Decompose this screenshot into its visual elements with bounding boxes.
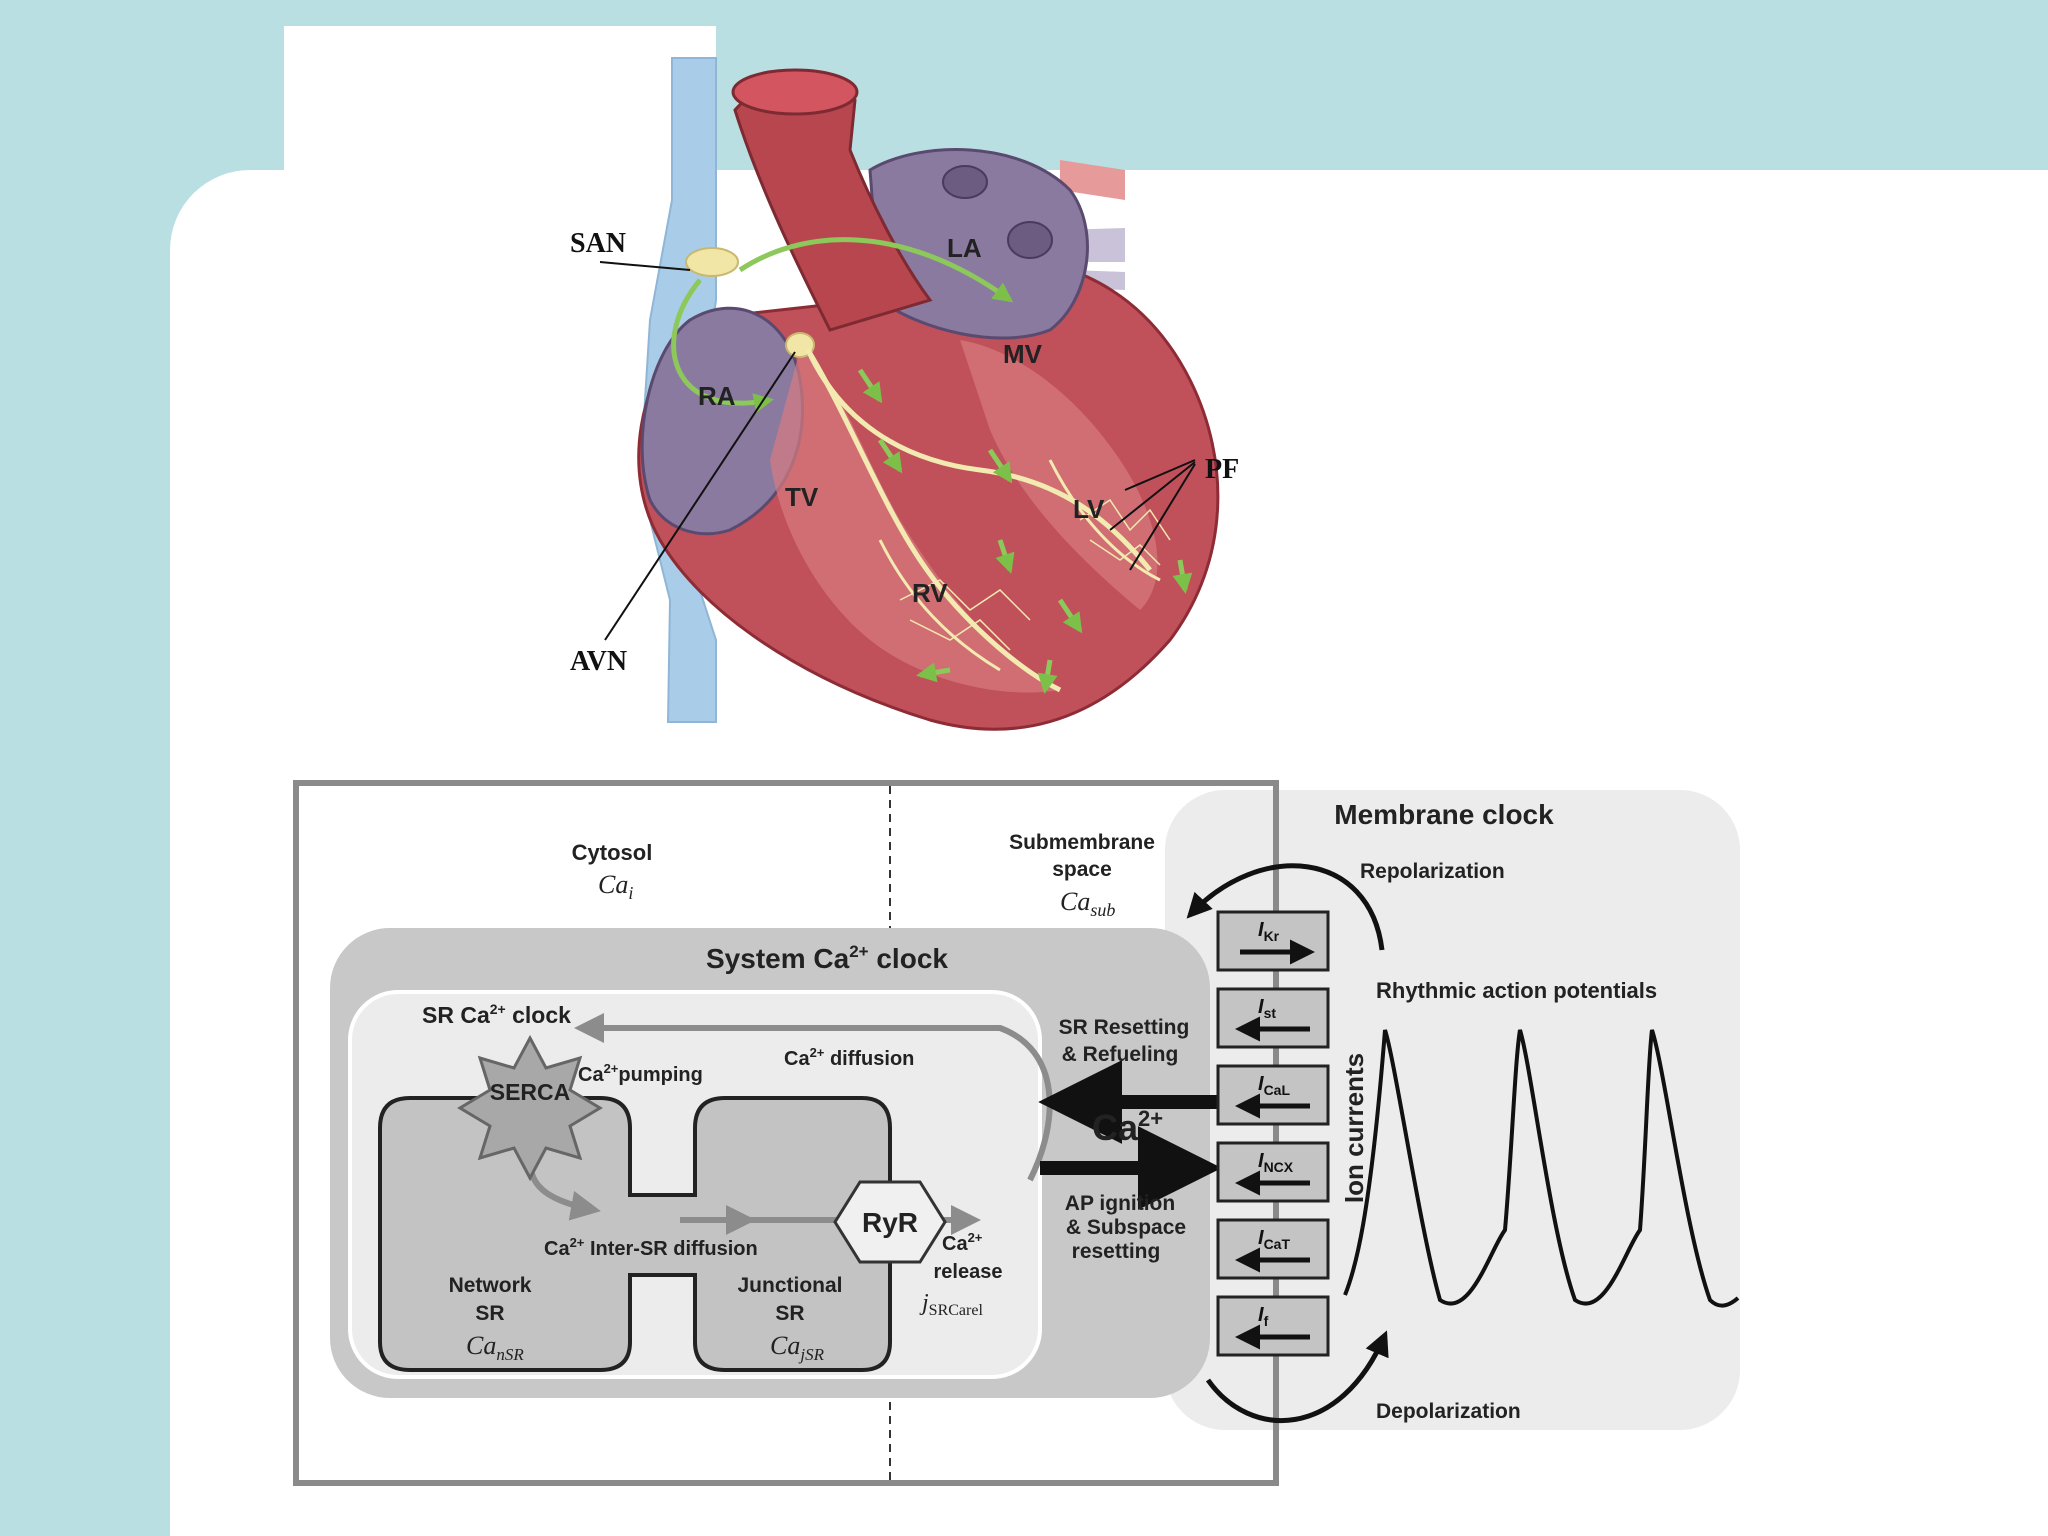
cytosol-title: Cytosol bbox=[572, 840, 653, 865]
ryr-label: RyR bbox=[862, 1207, 918, 1238]
junctional-sr-line1: Junctional bbox=[737, 1274, 842, 1297]
submembrane-symbol: Casub bbox=[1060, 887, 1115, 920]
serca-pump bbox=[457, 1034, 603, 1182]
label-tv: TV bbox=[785, 482, 819, 512]
ion-current-cat: ICaT bbox=[1216, 1218, 1330, 1280]
network-sr-symbol: CanSR bbox=[466, 1331, 524, 1364]
ca-release-line1: Ca2+ bbox=[942, 1230, 983, 1255]
cell-outline bbox=[293, 780, 1279, 1486]
submembrane-line1: Submembrane bbox=[1009, 831, 1155, 854]
ca-center-label: Ca2+ bbox=[1092, 1106, 1163, 1148]
cytosol-symbol: Cai bbox=[598, 870, 633, 903]
sr-clock-title: SR Ca2+ clock bbox=[422, 1001, 571, 1028]
sr-resetting-line1: SR Resetting bbox=[1059, 1016, 1190, 1039]
label-pf: PF bbox=[1205, 454, 1239, 485]
sr-compartments bbox=[378, 1096, 892, 1372]
junctional-sr-line2: SR bbox=[775, 1302, 804, 1325]
network-sr-line2: SR bbox=[475, 1302, 504, 1325]
membrane-clock-title: Membrane clock bbox=[1334, 799, 1554, 830]
junctional-sr-symbol: CajSR bbox=[770, 1331, 825, 1364]
ion-current-st: Ist bbox=[1216, 987, 1330, 1049]
repolarization-arrow bbox=[1186, 863, 1385, 951]
depolarization-arrow bbox=[1205, 1330, 1389, 1423]
ion-current-f: If bbox=[1216, 1295, 1330, 1357]
label-avn: AVN bbox=[570, 646, 627, 677]
label-lv: LV bbox=[1073, 494, 1105, 524]
heart-illustration bbox=[599, 57, 1220, 731]
network-sr-line1: Network bbox=[449, 1274, 532, 1297]
submembrane-line2: space bbox=[1052, 858, 1112, 881]
ion-current-ncx: INCX bbox=[1216, 1141, 1330, 1203]
label-mv: MV bbox=[1003, 339, 1043, 369]
system-clock-title: System Ca2+ clock bbox=[706, 942, 948, 974]
jsrcarel-symbol: jSRCarel bbox=[919, 1290, 983, 1319]
ap-ignition-line3: resetting bbox=[1072, 1240, 1161, 1263]
label-rv: RV bbox=[912, 578, 948, 608]
ion-current-label: INCX bbox=[1258, 1150, 1294, 1175]
depolarization-label: Depolarization bbox=[1376, 1400, 1521, 1423]
serca-label: SERCA bbox=[490, 1079, 571, 1105]
ion-current-label: ICaL bbox=[1258, 1073, 1290, 1098]
repolarization-label: Repolarization bbox=[1360, 860, 1505, 883]
ion-current-label: Ist bbox=[1258, 996, 1276, 1021]
ca-pumping-label: Ca2+pumping bbox=[578, 1061, 703, 1086]
ca-release-line2: release bbox=[934, 1261, 1003, 1283]
sr-resetting-line2: & Refueling bbox=[1062, 1043, 1179, 1066]
ion-current-kr: IKr bbox=[1216, 910, 1330, 972]
label-la: LA bbox=[947, 233, 982, 263]
ryr-channel bbox=[833, 1180, 947, 1264]
action-potential-trace bbox=[1343, 1029, 1740, 1308]
ion-current-cal: ICaL bbox=[1216, 1064, 1330, 1126]
ap-ignition-line2: & Subspace bbox=[1066, 1216, 1186, 1239]
label-ra: RA bbox=[698, 381, 736, 411]
ion-current-label: IKr bbox=[1258, 919, 1280, 944]
ap-ignition-line1: AP ignition bbox=[1065, 1192, 1175, 1215]
label-san: SAN bbox=[570, 228, 626, 259]
ion-currents-label: Ion currents bbox=[1339, 1053, 1369, 1203]
ion-current-label: ICaT bbox=[1258, 1227, 1290, 1252]
rhythmic-ap-label: Rhythmic action potentials bbox=[1376, 978, 1657, 1003]
ion-current-box bbox=[1216, 1295, 1330, 1357]
ion-current-label: If bbox=[1258, 1304, 1269, 1329]
inter-sr-label: Ca2+ Inter-SR diffusion bbox=[544, 1235, 758, 1260]
ca-diffusion-label: Ca2+ diffusion bbox=[784, 1045, 914, 1070]
